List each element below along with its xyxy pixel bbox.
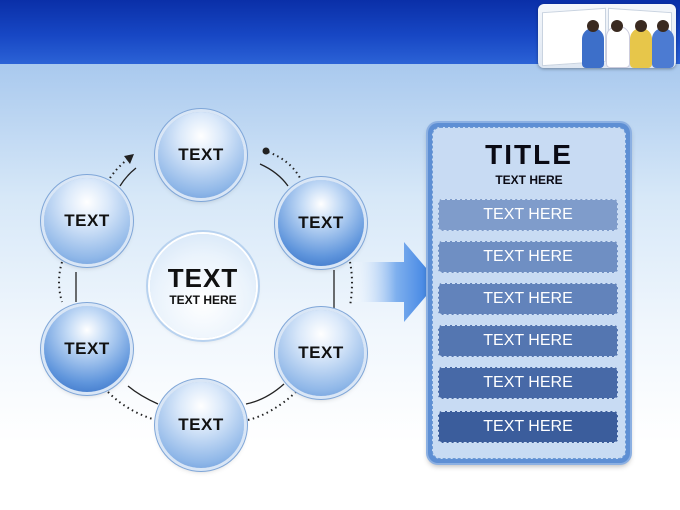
- student-head: [611, 20, 623, 32]
- connector-dotted: [247, 391, 297, 421]
- panel-item: TEXT HERE: [438, 241, 618, 273]
- panel-subtitle: TEXT HERE: [495, 173, 563, 187]
- arrow-to-panel: [354, 242, 438, 322]
- center-title: TEXT: [167, 263, 239, 293]
- panel-item-label: TEXT HERE: [483, 290, 573, 307]
- students-photo: [538, 4, 676, 68]
- center-subtitle: TEXT HERE: [169, 293, 237, 307]
- student-figure: [630, 28, 652, 68]
- node-label: TEXT: [298, 213, 344, 232]
- node-label: TEXT: [64, 339, 110, 358]
- student-figure: [582, 28, 604, 68]
- connector-arrowhead: [124, 154, 134, 164]
- node-label: TEXT: [178, 145, 224, 164]
- cycle-node-upper-left: TEXT: [44, 178, 130, 264]
- connector-dotted: [107, 391, 157, 421]
- node-label: TEXT: [178, 415, 224, 434]
- student-head: [635, 20, 647, 32]
- cycle-node-upper-right: TEXT: [278, 180, 364, 266]
- connector-line: [127, 385, 159, 405]
- panel-item-label: TEXT HERE: [483, 206, 573, 223]
- panel-item: TEXT HERE: [438, 411, 618, 443]
- panel-item: TEXT HERE: [438, 283, 618, 315]
- connector-dot: [262, 147, 270, 155]
- cycle-node-bottom: TEXT: [158, 382, 244, 468]
- student-figure: [606, 26, 630, 68]
- student-head: [657, 20, 669, 32]
- panel-item-label: TEXT HERE: [483, 248, 573, 265]
- title-panel: TITLE TEXT HERE TEXT HERE TEXT HERE TEXT…: [428, 123, 630, 463]
- connector-line: [245, 383, 285, 405]
- panel-item-label: TEXT HERE: [483, 374, 573, 391]
- connector-dotted: [58, 261, 63, 303]
- node-label: TEXT: [298, 343, 344, 362]
- connector-dotted: [349, 261, 353, 307]
- cycle-node-top: TEXT: [158, 112, 244, 198]
- cycle-node-lower-right: TEXT: [278, 310, 364, 396]
- connector-dotted: [267, 151, 301, 179]
- connector-line: [259, 163, 289, 187]
- panel-item: TEXT HERE: [438, 367, 618, 399]
- student-head: [587, 20, 599, 32]
- panel-item: TEXT HERE: [438, 325, 618, 357]
- student-figure: [652, 28, 674, 68]
- node-label: TEXT: [64, 211, 110, 230]
- cycle-node-lower-left: TEXT: [44, 306, 130, 392]
- panel-item-label: TEXT HERE: [483, 332, 573, 349]
- center-node: TEXT TEXT HERE: [150, 234, 256, 338]
- panel-title: TITLE: [485, 139, 573, 170]
- connector-line: [119, 167, 137, 187]
- panel-item: TEXT HERE: [438, 199, 618, 231]
- panel-item-label: TEXT HERE: [483, 418, 573, 435]
